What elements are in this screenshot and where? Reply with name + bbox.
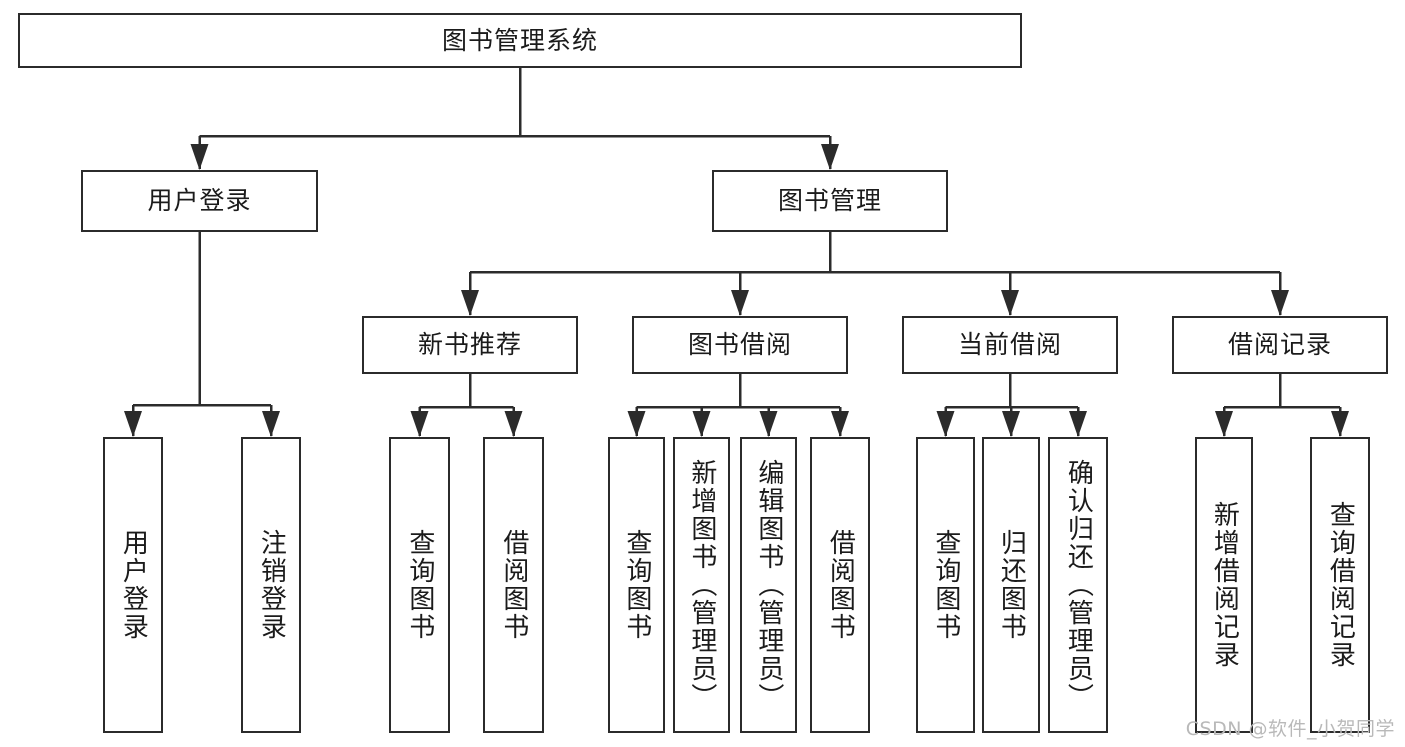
node-label: 用户登录	[118, 529, 149, 641]
leaf-borrow-book-recommend[interactable]: 借阅图书	[483, 437, 544, 733]
leaf-query-borrow-record[interactable]: 查询借阅记录	[1310, 437, 1370, 733]
leaf-add-book-admin[interactable]: 新增图书（管理员）	[673, 437, 730, 733]
node-label: 用户登录	[147, 186, 252, 216]
leaf-return-book[interactable]: 归还图书	[982, 437, 1040, 733]
node-label: 新书推荐	[417, 330, 522, 360]
node-label: 编辑图书（管理员）	[753, 459, 784, 711]
node-label: 借阅记录	[1227, 330, 1332, 360]
node-label: 图书管理系统	[441, 25, 598, 55]
node-user-login[interactable]: 用户登录	[81, 170, 318, 232]
node-label: 图书管理	[777, 186, 882, 216]
leaf-confirm-return-admin[interactable]: 确认归还（管理员）	[1048, 437, 1108, 733]
node-root[interactable]: 图书管理系统	[18, 13, 1022, 68]
node-label: 查询图书	[404, 529, 435, 641]
leaf-add-borrow-record[interactable]: 新增借阅记录	[1195, 437, 1253, 733]
node-label: 查询借阅记录	[1325, 501, 1356, 669]
leaf-query-book-borrow[interactable]: 查询图书	[608, 437, 665, 733]
node-label: 查询图书	[930, 529, 961, 641]
watermark-text: CSDN @软件_小贺同学	[1185, 718, 1395, 740]
leaf-borrow-book[interactable]: 借阅图书	[810, 437, 870, 733]
node-borrow-record[interactable]: 借阅记录	[1172, 316, 1388, 374]
leaf-user-logout[interactable]: 注销登录	[241, 437, 301, 733]
node-label: 归还图书	[996, 529, 1027, 641]
node-current-borrow[interactable]: 当前借阅	[902, 316, 1118, 374]
leaf-query-book-recommend[interactable]: 查询图书	[389, 437, 450, 733]
leaf-edit-book-admin[interactable]: 编辑图书（管理员）	[740, 437, 797, 733]
node-label: 借阅图书	[825, 529, 856, 641]
node-book-management[interactable]: 图书管理	[712, 170, 948, 232]
node-new-book-recommend[interactable]: 新书推荐	[362, 316, 578, 374]
node-book-borrow[interactable]: 图书借阅	[632, 316, 848, 374]
node-label: 当前借阅	[957, 330, 1062, 360]
node-label: 新增借阅记录	[1209, 501, 1240, 669]
node-label: 查询图书	[621, 529, 652, 641]
node-label: 确认归还（管理员）	[1063, 459, 1094, 711]
node-label: 新增图书（管理员）	[686, 459, 717, 711]
node-label: 图书借阅	[687, 330, 792, 360]
leaf-user-login[interactable]: 用户登录	[103, 437, 163, 733]
leaf-query-book-current[interactable]: 查询图书	[916, 437, 975, 733]
node-label: 借阅图书	[498, 529, 529, 641]
node-label: 注销登录	[256, 529, 287, 641]
